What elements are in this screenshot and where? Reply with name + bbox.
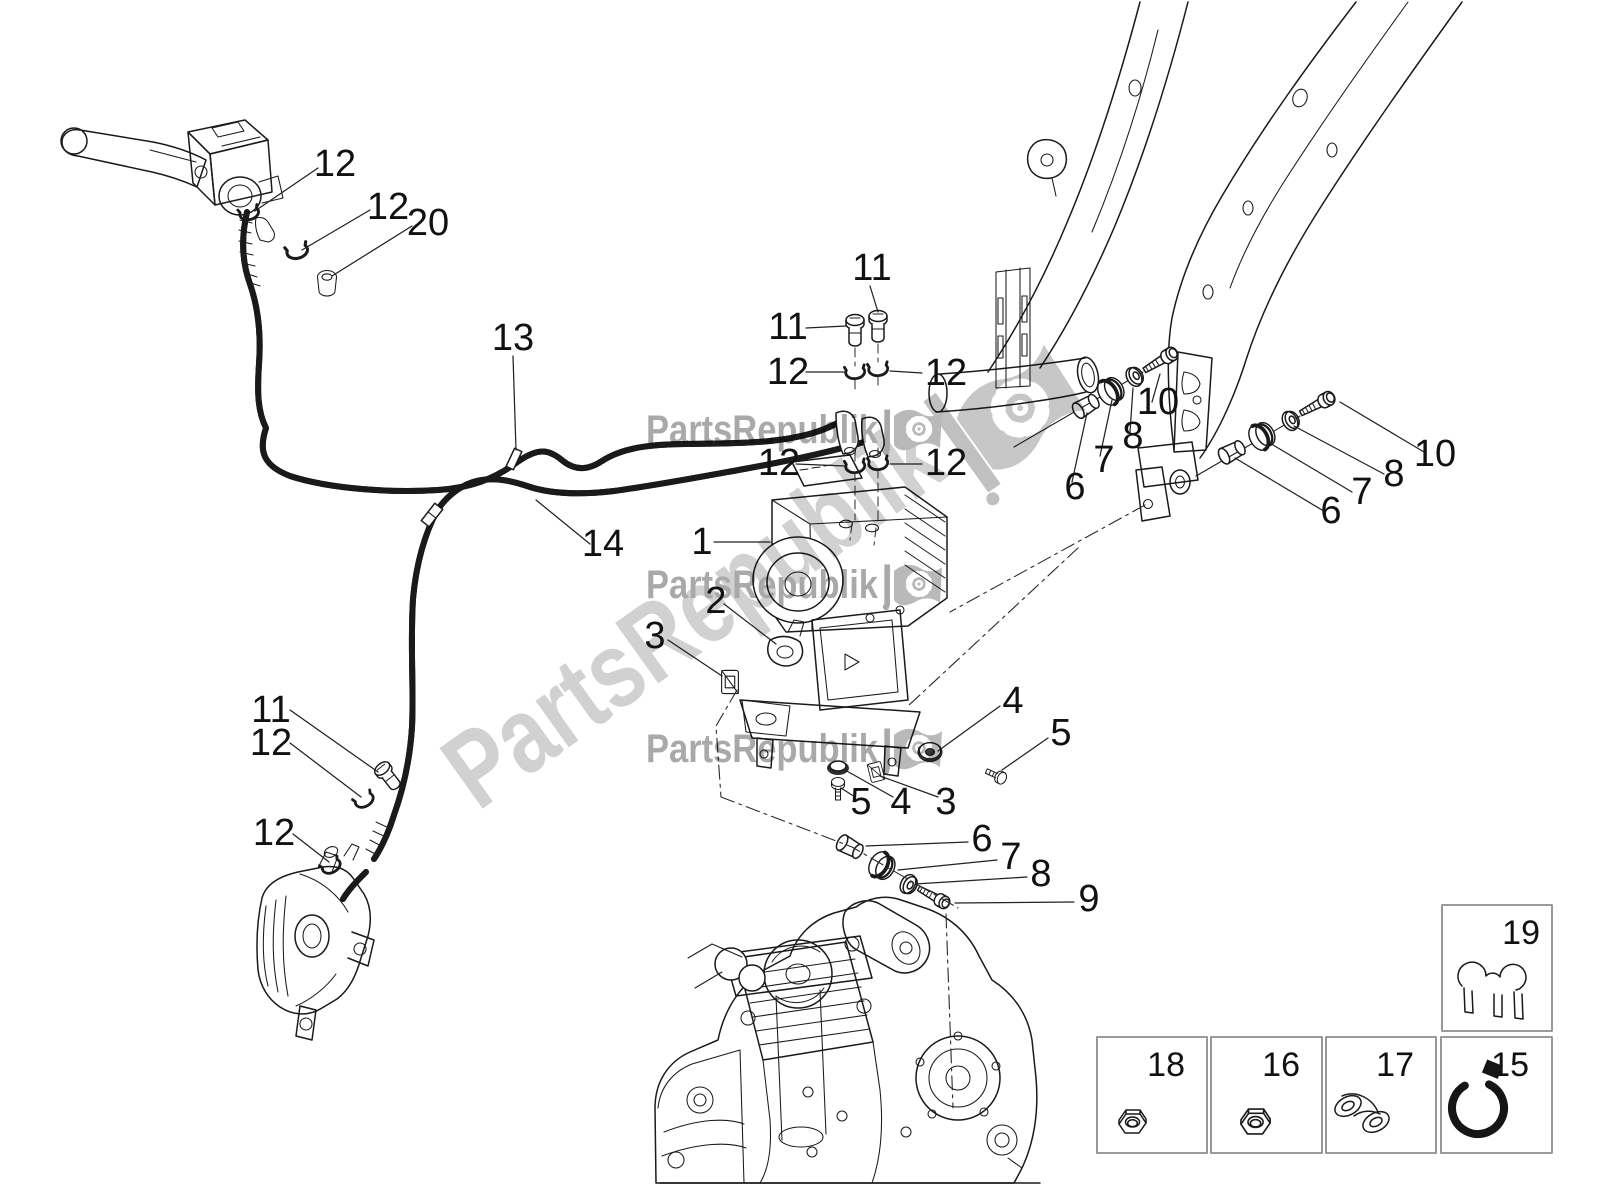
callout-5-screw-bottom: 5: [850, 781, 871, 823]
callout-12-washer-ul: 12: [767, 351, 809, 393]
inset-box-17-label: 17: [1376, 1046, 1414, 1084]
callout-12-caliper-washer2: 12: [253, 812, 295, 854]
callout-8-washer-bottom: 8: [1030, 853, 1051, 895]
callout-9-bolt-bottom: 9: [1078, 878, 1099, 920]
callout-2-bracket: 2: [705, 580, 726, 622]
callout-13-hose: 13: [492, 317, 534, 359]
inset-box-15: 15: [1440, 1036, 1553, 1154]
callout-12-mc-lower: 12: [367, 186, 409, 228]
callout-10-bolt-inner: 10: [1137, 381, 1179, 423]
watermark-row-3: PartsRepublik |: [646, 721, 942, 775]
inset-boxes: 19 18 16 17: [1096, 904, 1553, 1154]
callout-20-cap: 20: [407, 202, 449, 244]
brake-caliper-drawing: [256, 758, 405, 1041]
watermark-separator: |: [881, 721, 893, 771]
callout-5-screw-right: 5: [1050, 712, 1071, 754]
callout-3-clip-bottom: 3: [935, 781, 956, 823]
callout-11-banjo-top: 11: [852, 247, 891, 289]
callout-4-mount-bottom: 4: [890, 781, 911, 823]
callout-6-spacer-outer: 6: [1320, 490, 1341, 532]
bracket-assembly-drawing: [721, 609, 1009, 801]
callout-11-banjo-left: 11: [768, 306, 807, 348]
callout-7-grommet-bottom: 7: [1000, 836, 1021, 878]
watermark-brand-text: PartsRepublik: [646, 563, 879, 607]
watermark-brand-text: PartsRepublik: [646, 727, 879, 771]
callout-12-washer-ll: 12: [758, 442, 800, 484]
callout-12-washer-lr: 12: [925, 442, 967, 484]
callouts: 12 12 20 13 14 11 11 12 12 12 12 1 2 3 4…: [250, 143, 1456, 920]
inset-box-16: 16: [1210, 1036, 1323, 1154]
callout-12-caliper-washer1: 12: [250, 722, 292, 764]
subframe-drawing: [928, 1, 1463, 522]
callout-6-spacer-inner: 6: [1064, 466, 1085, 508]
watermark-row-1: PartsRepublik |: [646, 402, 942, 456]
brake-hoses-drawing: [238, 209, 885, 902]
callout-10-bolt-outer: 10: [1414, 433, 1456, 475]
callout-7-grommet-inner: 7: [1093, 439, 1114, 481]
callout-4-mount-right: 4: [1002, 680, 1023, 722]
watermark-brand-text: PartsRepublik: [646, 408, 879, 452]
callout-1-abs-unit: 1: [691, 521, 712, 563]
callout-8-washer-outer: 8: [1383, 453, 1404, 495]
tube-clip-19-drawing: [1457, 961, 1527, 1020]
abs-modulator-drawing: [752, 454, 948, 633]
inset-box-17: 17: [1325, 1036, 1437, 1154]
inset-box-16-label: 16: [1262, 1046, 1300, 1084]
leader-lines: [254, 167, 1425, 904]
callout-11-caliper-banjo: 11: [251, 689, 290, 731]
inset-box-18: 18: [1096, 1036, 1208, 1154]
master-cylinder-drawing: [60, 119, 338, 297]
callout-6-spacer-bottom: 6: [971, 818, 992, 860]
frame-fasteners-outer-drawing: [1195, 388, 1338, 477]
callout-12-mc-upper: 12: [314, 143, 356, 185]
watermark-separator: |: [881, 402, 893, 452]
watermark-separator: |: [881, 557, 893, 607]
inset-box-18-label: 18: [1147, 1046, 1185, 1084]
inset-box-19-label: 19: [1502, 914, 1540, 952]
callout-14-hose: 14: [582, 523, 624, 565]
callout-3-clip-left: 3: [644, 615, 665, 657]
callout-7-grommet-outer: 7: [1351, 471, 1372, 513]
callout-8-washer-inner: 8: [1122, 415, 1143, 457]
watermark-row-2: PartsRepublik |: [646, 557, 942, 611]
callout-12-washer-ur: 12: [925, 352, 967, 394]
inset-box-19: 19: [1441, 904, 1553, 1032]
engine-drawing: [654, 896, 1041, 1184]
clamp-17-drawing: [1334, 1093, 1390, 1134]
cable-tie-15-drawing: [1448, 1059, 1508, 1138]
construction-lines: [715, 343, 1146, 1109]
